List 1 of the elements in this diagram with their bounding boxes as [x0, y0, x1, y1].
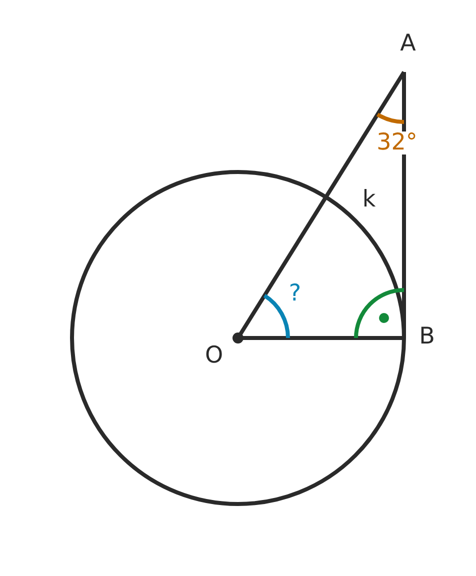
angle-label: 32° [376, 132, 418, 154]
